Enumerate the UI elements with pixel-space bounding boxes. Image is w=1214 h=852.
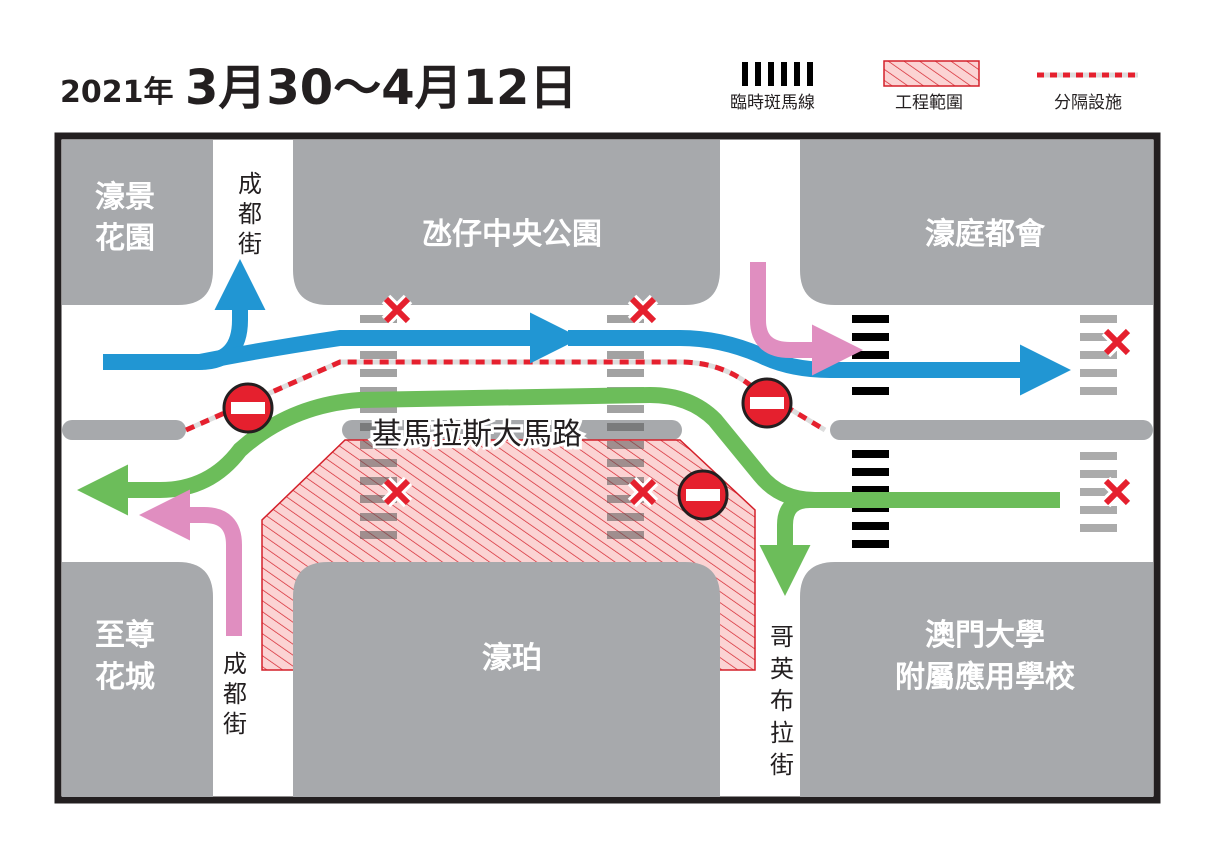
main-road-label: 基馬拉斯大馬路	[372, 417, 582, 452]
divider-line	[184, 359, 827, 433]
median-right	[830, 420, 1153, 440]
title-prefix: 2021年	[60, 75, 174, 110]
block-label: 花城	[95, 660, 155, 695]
construction-area-icon	[883, 60, 980, 87]
block-label: 氹仔中央公園	[422, 217, 602, 252]
block-top-left	[62, 140, 213, 305]
legend-zebra: 臨時斑馬線	[730, 62, 815, 113]
legend-divider: 分隔設施	[1037, 72, 1138, 113]
block-label: 濠庭都會	[925, 217, 1046, 252]
street-label: 街	[770, 751, 794, 779]
street-label: 哥	[770, 623, 794, 651]
closed-x-icon	[381, 476, 413, 508]
legend-label: 分隔設施	[1054, 93, 1122, 113]
closed-x-icon	[1101, 326, 1133, 358]
legend-construction: 工程範圍	[883, 60, 980, 113]
block-top-right	[800, 140, 1153, 305]
zebra-crossing-closed	[1080, 452, 1117, 532]
green-route	[77, 386, 1060, 516]
block-bottom-middle	[293, 562, 720, 797]
closed-crossing-markers	[381, 294, 1133, 508]
blue-route-1	[198, 312, 581, 370]
street-label: 英	[770, 655, 794, 683]
zebra-crossing-icon	[742, 62, 813, 86]
no-entry-icon	[222, 382, 274, 434]
block-label: 花園	[95, 221, 155, 256]
street-label: 街	[223, 710, 247, 738]
zebra-crossing-closed	[1080, 315, 1117, 395]
block-top-middle	[293, 140, 720, 305]
pink-route-top	[750, 262, 863, 376]
closed-x-icon	[1101, 476, 1133, 508]
legend-label: 臨時斑馬線	[730, 93, 815, 113]
closed-x-icon	[381, 294, 413, 326]
no-entry-icon	[741, 377, 793, 429]
blue-route-2	[568, 330, 1071, 396]
median-left	[62, 420, 186, 440]
street-label: 成	[223, 650, 247, 678]
pink-route-bottom	[139, 489, 242, 636]
block-label: 澳門大學	[925, 618, 1045, 653]
street-label: 成	[238, 170, 262, 198]
street-label: 都	[223, 680, 247, 708]
no-entry-signs	[222, 377, 793, 521]
legend-label: 工程範圍	[895, 93, 963, 113]
median-middle	[342, 420, 682, 440]
zebra-crossing-closed	[360, 315, 397, 539]
block-label: 附屬應用學校	[895, 660, 1075, 695]
closed-x-icon	[627, 476, 659, 508]
title-date: 3月30～4月12日	[185, 60, 577, 116]
block-bottom-left	[62, 562, 213, 797]
closed-x-icon	[627, 294, 659, 326]
block-bottom-right	[800, 562, 1153, 797]
block-label: 濠景	[95, 180, 155, 215]
no-entry-icon	[677, 469, 729, 521]
street-label: 街	[238, 230, 262, 258]
street-label: 都	[238, 200, 262, 228]
street-label: 布	[770, 687, 794, 715]
block-label: 濠珀	[482, 641, 542, 676]
block-label: 至尊	[95, 618, 155, 653]
street-label: 拉	[770, 719, 794, 747]
